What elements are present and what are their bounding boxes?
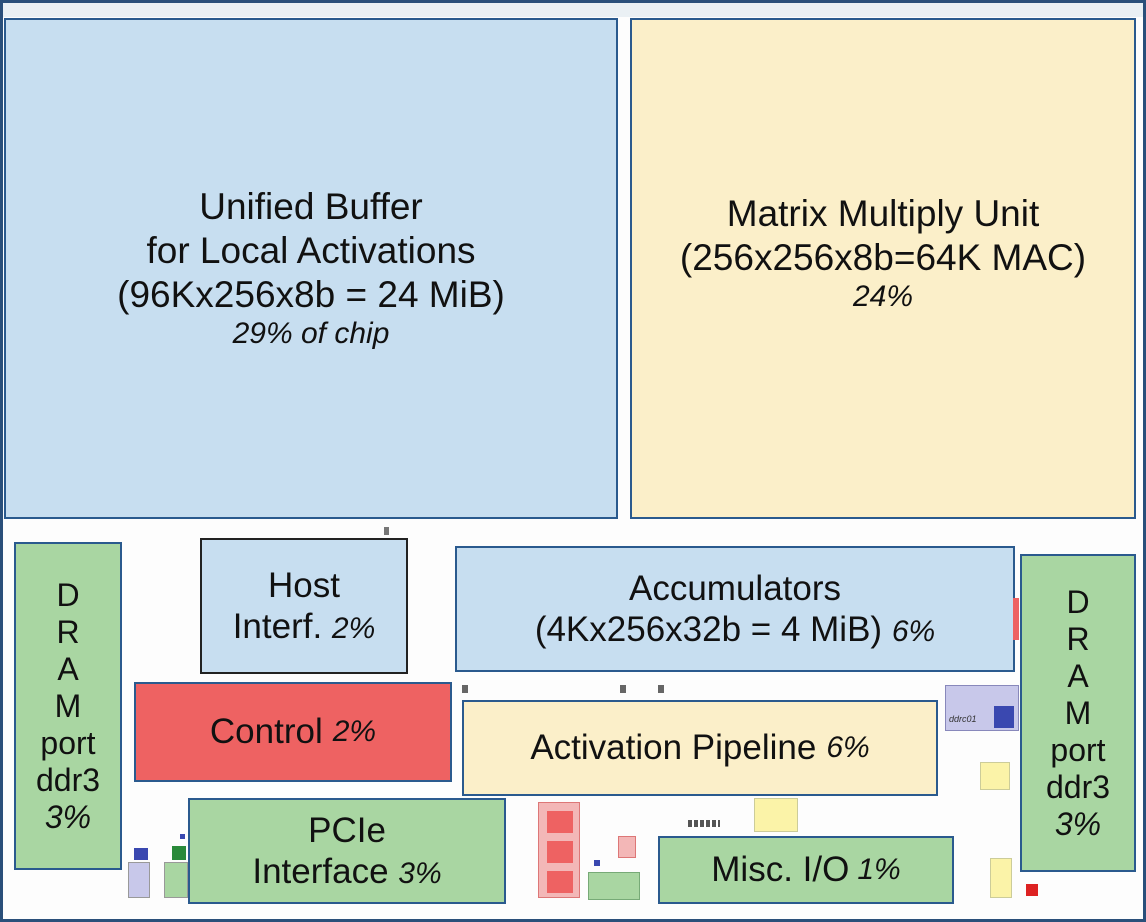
tiny-marker bbox=[384, 527, 389, 535]
ddrc-small-block: ddrc01 bbox=[945, 685, 1019, 731]
matrix-multiply-size: (256x256x8b=64K MAC) bbox=[679, 236, 1087, 278]
host-interface-title: Host bbox=[268, 565, 340, 605]
matrix-multiply-block: Matrix Multiply Unit (256x256x8b=64K MAC… bbox=[630, 18, 1136, 519]
dram-left-letter-d: D bbox=[56, 576, 80, 613]
red-memory-column bbox=[538, 802, 580, 898]
small-logic-block bbox=[128, 862, 150, 898]
unified-buffer-subtitle: for Local Activations bbox=[146, 229, 476, 271]
unified-buffer-title: Unified Buffer bbox=[199, 186, 423, 228]
pcie-interface-block: PCIe Interface 3% bbox=[188, 798, 506, 904]
top-edge-strip bbox=[3, 3, 1143, 17]
dram-left-letter-a: A bbox=[57, 650, 79, 687]
small-logic-block bbox=[618, 836, 636, 858]
small-logic-block bbox=[134, 848, 148, 860]
control-block: Control 2% bbox=[134, 682, 452, 782]
dram-left-percent: 3% bbox=[44, 798, 92, 835]
control-label: Control bbox=[209, 712, 323, 752]
pcie-percent: 3% bbox=[398, 857, 442, 890]
small-yellow-block bbox=[980, 762, 1010, 790]
dram-left-letter-r: R bbox=[56, 613, 80, 650]
dram-port-right-block: D R A M port ddr3 3% bbox=[1020, 554, 1136, 872]
unified-buffer-size: (96Kx256x8b = 24 MiB) bbox=[117, 273, 505, 315]
pcie-interface-label: Interface bbox=[252, 852, 389, 891]
tiny-marker bbox=[462, 685, 468, 693]
dram-left-ddr3-label: ddr3 bbox=[35, 761, 101, 798]
small-logic-block bbox=[164, 862, 188, 898]
misc-io-percent: 1% bbox=[857, 853, 901, 887]
ddrc-stair-icon bbox=[994, 706, 1014, 728]
red-memory-cell bbox=[547, 871, 573, 893]
accumulators-edge-marker bbox=[1013, 598, 1019, 640]
pcie-title: PCIe bbox=[308, 810, 386, 850]
matrix-multiply-title: Matrix Multiply Unit bbox=[726, 193, 1040, 235]
small-logic-block bbox=[594, 860, 600, 866]
small-logic-block bbox=[172, 846, 186, 860]
activation-pipeline-label: Activation Pipeline bbox=[530, 728, 817, 768]
dram-right-letter-d: D bbox=[1066, 583, 1090, 620]
dram-right-letter-m: M bbox=[1064, 694, 1092, 731]
host-interface-abbrev: Interf. bbox=[232, 607, 323, 646]
dram-port-left-block: D R A M port ddr3 3% bbox=[14, 542, 122, 870]
small-logic-block bbox=[588, 872, 640, 900]
red-memory-cell bbox=[547, 811, 573, 833]
host-interface-block: Host Interf. 2% bbox=[200, 538, 408, 674]
small-yellow-block bbox=[990, 858, 1012, 898]
dram-right-ddr3-label: ddr3 bbox=[1045, 768, 1111, 805]
ddrc-label: ddrc01 bbox=[949, 714, 977, 724]
io-pad-row bbox=[688, 820, 720, 827]
small-logic-block bbox=[180, 834, 185, 839]
accumulators-size-line: (4Kx256x32b = 4 MiB) 6% bbox=[535, 609, 935, 650]
misc-io-block: Misc. I/O 1% bbox=[658, 836, 954, 904]
misc-io-label: Misc. I/O bbox=[711, 850, 850, 890]
red-memory-cell bbox=[547, 841, 573, 863]
accumulators-size: (4Kx256x32b = 4 MiB) bbox=[534, 610, 883, 649]
host-interface-percent: 2% bbox=[331, 612, 376, 645]
dram-right-letter-r: R bbox=[1066, 620, 1090, 657]
dram-right-letter-a: A bbox=[1067, 657, 1089, 694]
activation-pipeline-percent: 6% bbox=[826, 731, 870, 765]
dram-right-port-label: port bbox=[1050, 731, 1106, 768]
unified-buffer-block: Unified Buffer for Local Activations (96… bbox=[4, 18, 618, 519]
small-red-block bbox=[1026, 884, 1038, 896]
tiny-marker bbox=[658, 685, 664, 693]
pcie-line2: Interface 3% bbox=[252, 851, 441, 892]
tiny-marker bbox=[620, 685, 626, 693]
control-percent: 2% bbox=[332, 715, 377, 749]
activation-pipeline-block: Activation Pipeline 6% bbox=[462, 700, 938, 796]
accumulators-block: Accumulators (4Kx256x32b = 4 MiB) 6% bbox=[455, 546, 1015, 672]
dram-left-port-label: port bbox=[40, 724, 96, 761]
matrix-multiply-percent: 24% bbox=[852, 280, 914, 314]
accumulators-title: Accumulators bbox=[628, 568, 842, 608]
host-interface-line2: Interf. 2% bbox=[233, 606, 376, 647]
dram-left-letter-m: M bbox=[54, 687, 82, 724]
accumulators-percent: 6% bbox=[891, 615, 936, 648]
dram-right-percent: 3% bbox=[1054, 805, 1102, 842]
small-yellow-block bbox=[754, 798, 798, 832]
unified-buffer-percent: 29% of chip bbox=[232, 317, 390, 351]
